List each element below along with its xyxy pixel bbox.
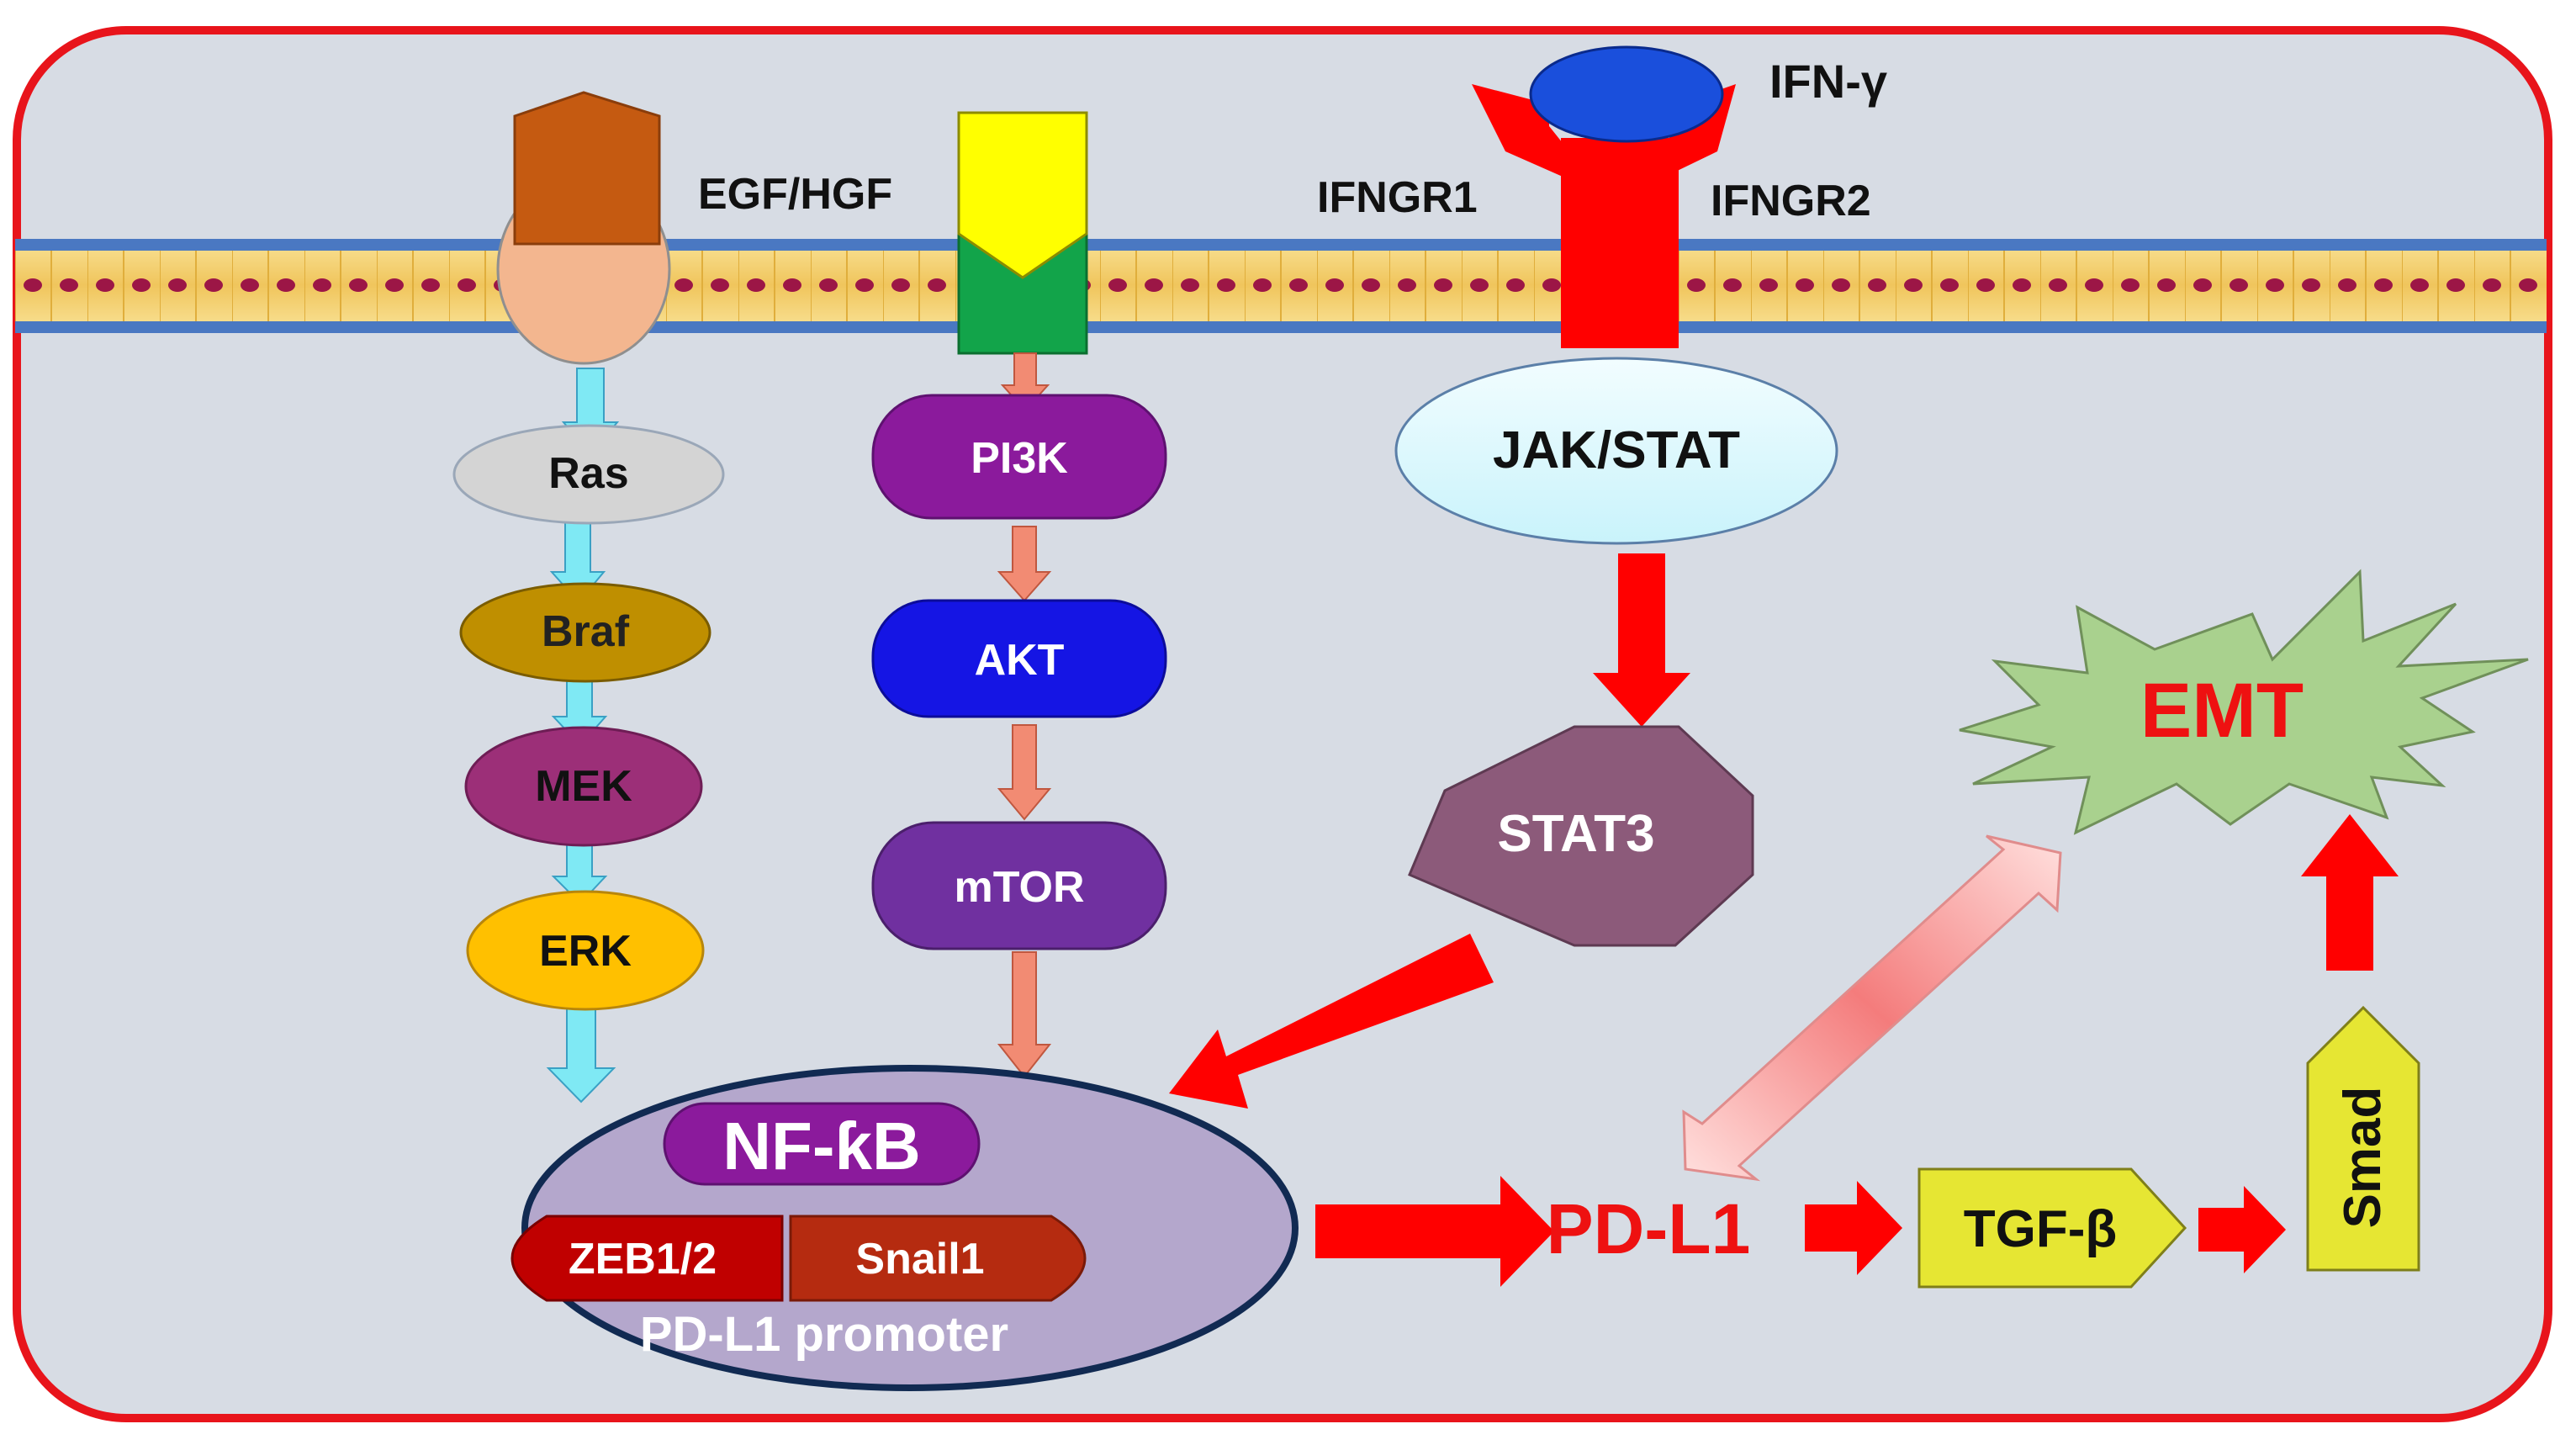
cell-membrane: [15, 239, 2547, 333]
zeb-node: [510, 1215, 784, 1302]
akt-label: AKT: [975, 636, 1065, 685]
jak-stat-label: JAK/STAT: [1493, 421, 1740, 479]
snail-label: Snail1: [855, 1235, 984, 1284]
ifngr1-label: IFNGR1: [1317, 173, 1478, 222]
snail-node: [789, 1215, 1087, 1302]
mek-label: MEK: [535, 762, 632, 811]
jak-to-stat3-arrow: [1593, 553, 1690, 727]
tgfb-label: TGF-β: [1964, 1200, 2117, 1258]
emt-label: EMT: [2140, 668, 2304, 754]
zeb-label: ZEB1/2: [569, 1235, 717, 1284]
stat3-label: STAT3: [1497, 805, 1654, 863]
stat3-node: [1408, 725, 1754, 947]
pi3k-receptor: [957, 111, 1088, 355]
pi3k-node: [871, 394, 1167, 520]
nfkb-node: [663, 1102, 981, 1186]
erk-label: ERK: [539, 927, 632, 976]
nucleus-to-pdl1-arrow: [1315, 1176, 1554, 1287]
mapk-receptor: [496, 91, 671, 365]
ifngr2-label: IFNGR2: [1711, 177, 1871, 225]
pdl1-emt-double-arrow: [1682, 834, 2062, 1182]
braf-node: [459, 582, 711, 683]
smad-label: Smad: [2334, 1087, 2392, 1229]
mtor-node: [871, 821, 1167, 950]
smad-to-emt-arrow: [2301, 814, 2399, 971]
cell-boundary: [13, 26, 2552, 1422]
braf-label: Braf: [542, 607, 630, 656]
egf-hgf-label: EGF/HGF: [698, 170, 892, 219]
ifn-gamma-label: IFN-γ: [1769, 55, 1887, 108]
akt-node: [871, 599, 1167, 718]
stat3-to-nfkb-arrowhead: [1169, 934, 1494, 1109]
nfkb-label: NF-ƙB: [722, 1109, 921, 1183]
mek-node: [464, 726, 703, 847]
ifn-gamma-ligand: [1529, 45, 1724, 143]
pi3k-label: PI3K: [971, 434, 1068, 483]
pdl1-to-tgfb-arrow: [1805, 1181, 1902, 1275]
pdl1-label: PD-L1: [1547, 1189, 1751, 1268]
mtor-label: mTOR: [954, 863, 1084, 912]
emt-burst: [1959, 569, 2529, 835]
ras-node: [452, 424, 725, 525]
pdl1-promoter-label: PD-L1 promoter: [640, 1307, 1008, 1362]
ras-label: Ras: [548, 449, 628, 498]
tgfb-to-smad-arrow: [2198, 1186, 2286, 1273]
smad-node: [2306, 1005, 2420, 1272]
tgfb-node: [1917, 1167, 2187, 1289]
jak-stat-node: [1394, 357, 1838, 545]
erk-node: [466, 890, 705, 1011]
